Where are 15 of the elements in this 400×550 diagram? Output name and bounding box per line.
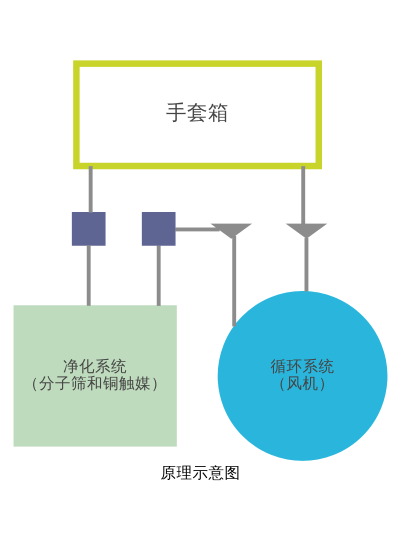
connector xyxy=(86,244,90,306)
caption: 原理示意图 xyxy=(160,463,240,482)
connector xyxy=(156,245,160,306)
node-square xyxy=(71,212,106,246)
node-box: 净化系统 （分子筛和铜触媒） xyxy=(13,304,176,446)
connector xyxy=(174,227,220,231)
connector xyxy=(88,166,92,212)
connector xyxy=(232,235,236,326)
node-box: 手套箱 xyxy=(72,60,322,169)
node-square xyxy=(141,212,176,246)
node-bowtie xyxy=(285,223,327,238)
connector xyxy=(304,238,308,291)
connector xyxy=(300,166,305,224)
node-circle: 循环系统 （风机） xyxy=(217,290,387,460)
node-bowtie xyxy=(210,223,252,238)
